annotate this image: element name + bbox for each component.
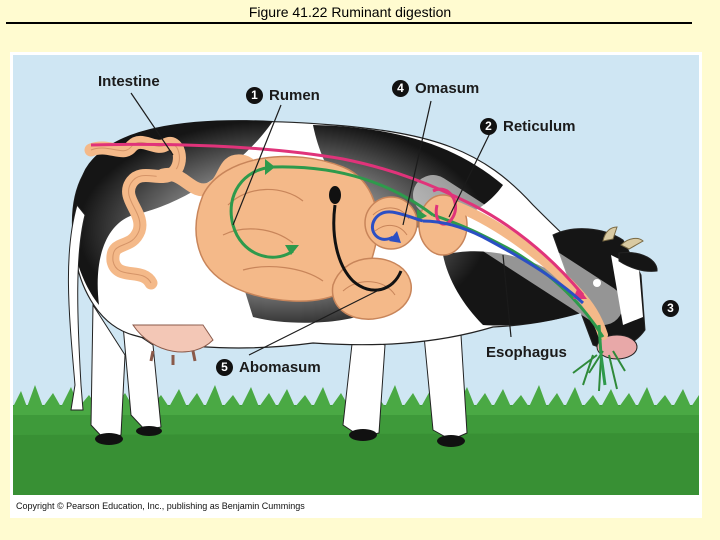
label-rumen: 1 Rumen [246,87,320,104]
label-intestine-text: Intestine [98,73,160,90]
label-abomasum: 5 Abomasum [216,359,321,376]
label-esophagus: Esophagus [486,344,567,361]
label-rumen-text: Rumen [269,87,320,104]
ruminant-digestion-illustration [13,55,699,495]
label-mouth: 3 [662,300,685,317]
bolus [329,186,341,204]
figure-title: Figure 41.22 Ruminant digestion [0,4,700,20]
number-badge-4: 4 [392,80,409,97]
title-rule [6,22,692,24]
label-intestine: Intestine [98,73,160,90]
number-badge-1: 1 [246,87,263,104]
label-reticulum-text: Reticulum [503,118,576,135]
label-omasum: 4 Omasum [392,80,479,97]
label-omasum-text: Omasum [415,80,479,97]
label-abomasum-text: Abomasum [239,359,321,376]
number-badge-3: 3 [662,300,679,317]
label-esophagus-text: Esophagus [486,344,567,361]
number-badge-5: 5 [216,359,233,376]
number-badge-2: 2 [480,118,497,135]
copyright-notice: Copyright © Pearson Education, Inc., pub… [16,501,305,511]
label-reticulum: 2 Reticulum [480,118,576,135]
